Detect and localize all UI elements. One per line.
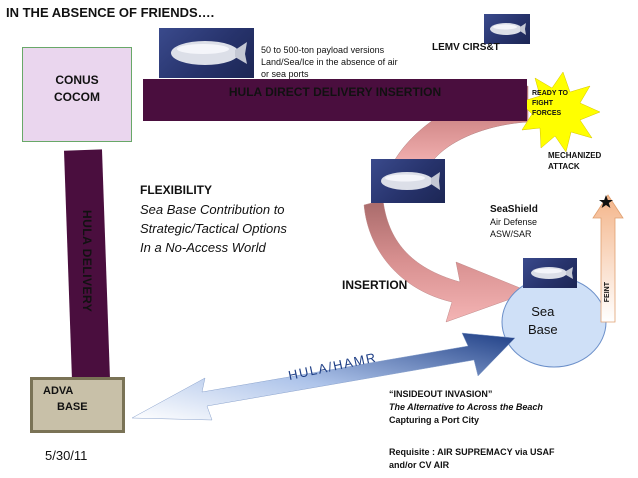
mechanized-line: ATTACK xyxy=(548,162,580,171)
requisite-text: Requisite : AIR SUPREMACY via USAF and/o… xyxy=(389,446,555,472)
hula-direct-delivery-bar: HULA DIRECT DELIVERY INSERTION xyxy=(143,79,527,121)
slide-date: 5/30/11 xyxy=(45,448,88,463)
cocom-label: COCOM xyxy=(54,90,100,104)
flexibility-line: In a No-Access World xyxy=(140,240,266,255)
seashield-line: ASW/SAR xyxy=(490,229,532,239)
insertion-label: INSERTION xyxy=(342,278,408,292)
ready-line: FORCES xyxy=(532,110,562,117)
airship-icon xyxy=(484,14,530,44)
page-title: IN THE ABSENCE OF FRIENDS…. xyxy=(6,5,215,20)
flexibility-heading: FLEXIBILITY xyxy=(140,183,212,197)
conus-cocom-box: CONUS COCOM xyxy=(22,47,132,142)
inside-out-invasion-text: “INSIDEOUT INVASION” The Alternative to … xyxy=(389,388,543,427)
conus-label: CONUS xyxy=(55,73,99,87)
advanced-base-box: ADVA BASE xyxy=(30,377,125,433)
star-icon xyxy=(599,195,613,208)
airship-icon xyxy=(371,159,445,203)
inside-out-heading: “INSIDEOUT INVASION” xyxy=(389,389,493,399)
hula-delivery-label: HULA DELIVERY xyxy=(80,210,94,313)
requisite-line: Requisite : AIR SUPREMACY via USAF xyxy=(389,447,555,457)
seashield-text: SeaShield Air Defense ASW/SAR xyxy=(490,204,538,240)
advanced-base-line: BASE xyxy=(57,401,88,413)
mechanized-attack-label: MECHANIZED ATTACK xyxy=(548,150,601,172)
ready-to-fight-label: READY TO FIGHT FORCES xyxy=(532,89,568,119)
sea-base-label: Sea Base xyxy=(528,303,558,339)
payload-note: 50 to 500-ton payload versions Land/Sea/… xyxy=(261,45,398,79)
sea-base-line: Sea xyxy=(531,304,555,319)
insertion-arrow xyxy=(363,199,531,323)
seashield-heading: SeaShield xyxy=(490,204,538,215)
requisite-line: and/or CV AIR xyxy=(389,460,450,470)
mechanized-line: MECHANIZED xyxy=(548,151,602,160)
hula-hamr-arrow xyxy=(131,332,516,421)
feint-arrow xyxy=(592,194,624,323)
starburst-icon xyxy=(519,71,601,153)
feint-label: FEINT xyxy=(604,282,611,303)
advanced-base-line: ADVA xyxy=(43,385,74,397)
ready-line: FIGHT xyxy=(532,100,553,107)
flexibility-line: Sea Base Contribution to xyxy=(140,202,285,217)
seashield-line: Air Defense xyxy=(490,217,538,227)
ready-line: READY TO xyxy=(532,90,568,97)
flexibility-line: Strategic/Tactical Options xyxy=(140,221,287,236)
airship-icon xyxy=(523,258,577,288)
hula-direct-delivery-label: HULA DIRECT DELIVERY INSERTION xyxy=(228,85,442,99)
sea-base-line: Base xyxy=(528,322,558,337)
airship-icon xyxy=(159,28,254,78)
flexibility-text: FLEXIBILITY Sea Base Contribution to Str… xyxy=(140,181,287,257)
inside-out-line: Capturing a Port City xyxy=(389,415,480,425)
lemv-label: LEMV CIRS&T xyxy=(432,42,500,53)
inside-out-line: The Alternative to Across the Beach xyxy=(389,402,543,412)
